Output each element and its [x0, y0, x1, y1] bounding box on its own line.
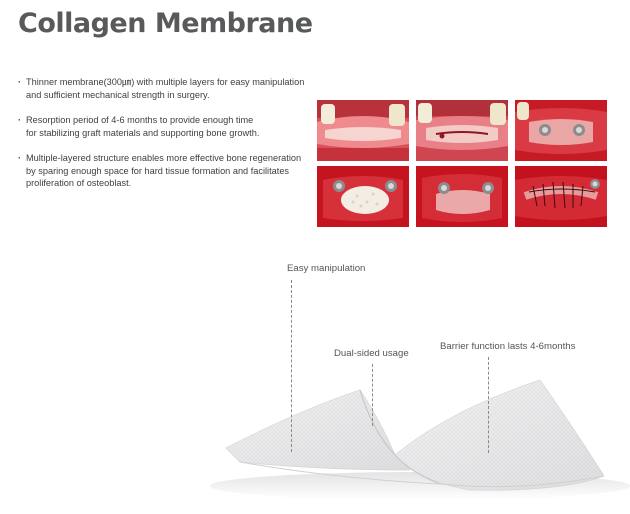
feature-item-multilayer: Multiple-layered structure enables more …: [18, 152, 318, 190]
feature-line: proliferation of osteoblast.: [26, 178, 132, 188]
feature-line: Multiple-layered structure enables more …: [26, 153, 302, 163]
callout-easy-manipulation: Easy manipulation: [287, 263, 366, 274]
callout-line-dual: [372, 364, 373, 426]
callout-dual-sided-usage: Dual-sided usage: [334, 348, 409, 359]
feature-line: for stabilizing graft materials and supp…: [26, 127, 260, 138]
feature-line: and sufficient mechanical strength in su…: [26, 89, 210, 100]
clinical-photo-4: [317, 166, 409, 227]
clinical-photo-5: [416, 166, 508, 227]
clinical-photo-grid: [317, 100, 607, 228]
callout-barrier-function: Barrier function lasts 4-6months: [440, 341, 576, 352]
callout-line-barrier: [488, 357, 489, 453]
feature-line: by sparing enough space for hard tissue …: [26, 165, 290, 176]
page-title: Collagen Membrane: [18, 8, 313, 39]
clinical-photo-1: [317, 100, 409, 161]
callout-line-easy: [291, 280, 292, 452]
feature-line: Resorption period of 4-6 months to provi…: [26, 115, 254, 125]
clinical-photo-6: [515, 166, 607, 227]
feature-list: Thinner membrane(300㎛) with multiple lay…: [18, 76, 318, 203]
clinical-photo-2: [416, 100, 508, 161]
feature-item-resorption: Resorption period of 4-6 months to provi…: [18, 114, 318, 139]
feature-line: Thinner membrane(300㎛) with multiple lay…: [26, 77, 305, 87]
clinical-photo-3: [515, 100, 607, 161]
feature-item-thin-membrane: Thinner membrane(300㎛) with multiple lay…: [18, 76, 318, 101]
